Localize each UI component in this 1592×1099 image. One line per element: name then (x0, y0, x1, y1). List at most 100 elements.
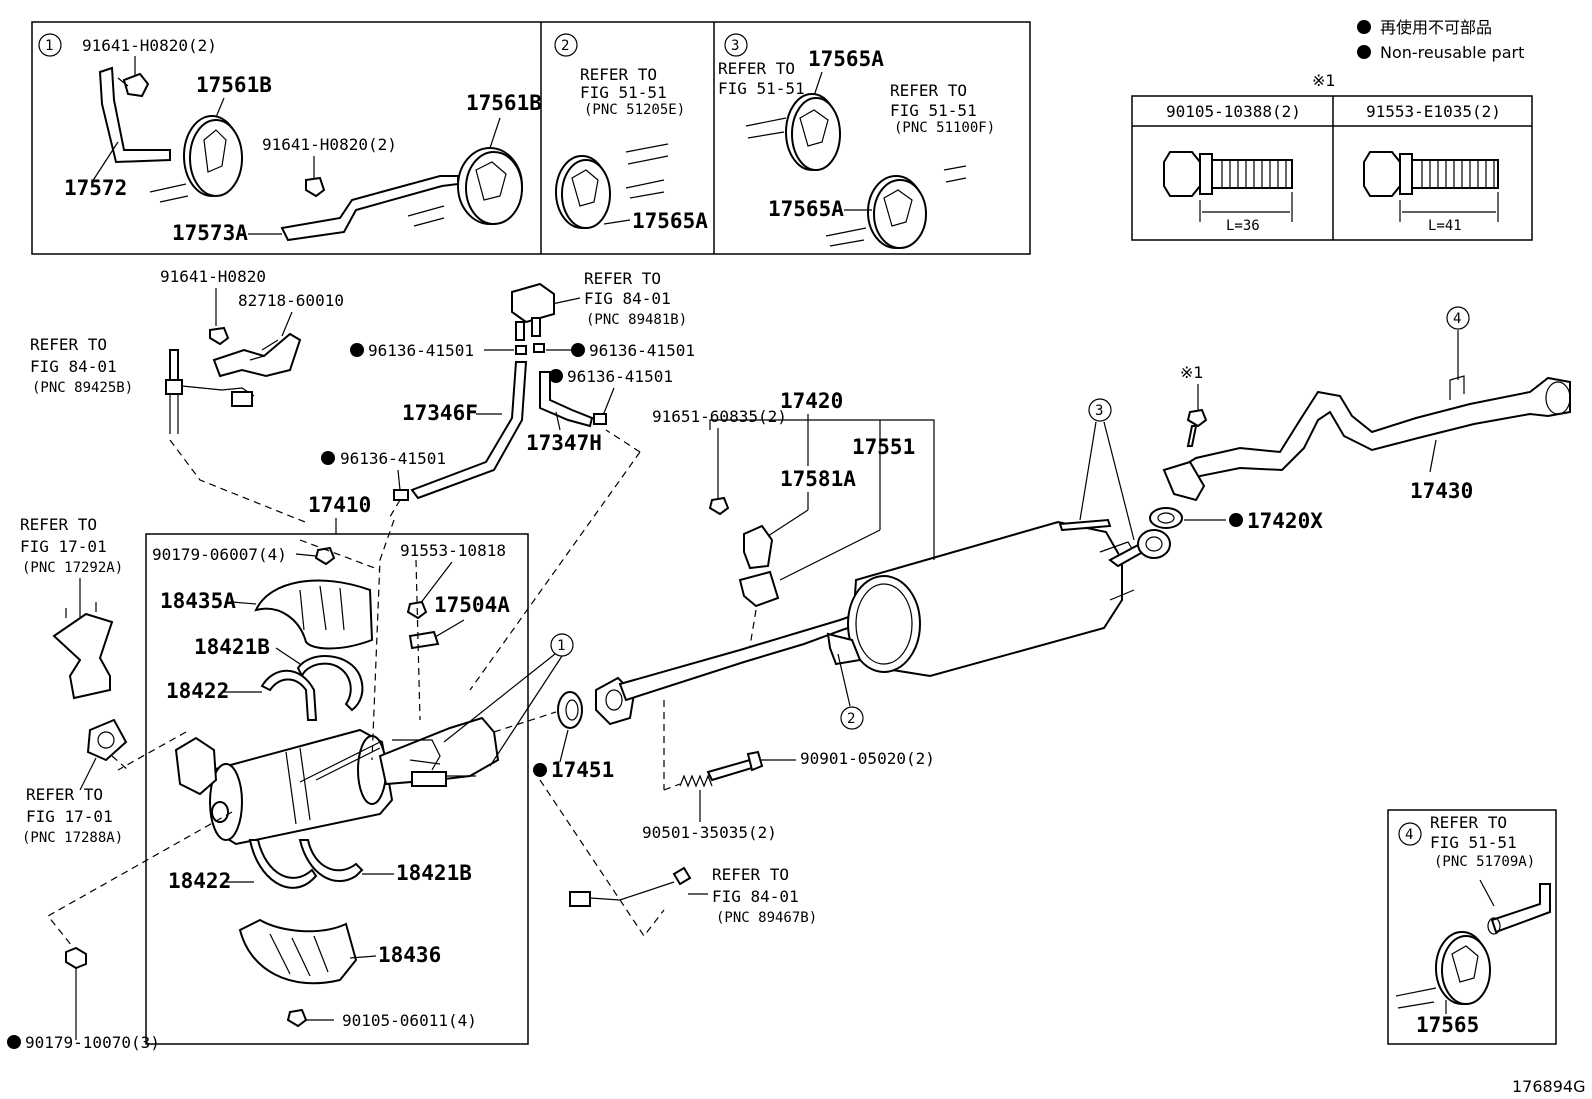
label-nut-90179-10070: 90179-10070(3) (25, 1033, 160, 1052)
catalytic-converter-body (174, 716, 500, 846)
hose-clip-icon (393, 489, 409, 501)
label-insulator-18435a: 18435A (160, 589, 236, 613)
manifold-side: REFER TO FIG 17-01 (PNC 17292A) REFER TO… (7, 515, 160, 1052)
callout-1: 1 (557, 638, 565, 654)
label-hanger-17561b-right: 17561B (466, 91, 542, 115)
non-reusable-dot-icon (533, 763, 547, 777)
inset4-ref-line3: (PNC 51709A) (1434, 854, 1535, 870)
clamp-band-icon (248, 839, 364, 889)
ref-1701-a-line1: REFER TO (20, 515, 97, 534)
gasket-icon (86, 718, 128, 762)
inset2-ref-line3: (PNC 51205E) (584, 102, 685, 118)
table-col2-header: 91553-E1035(2) (1366, 102, 1501, 121)
rubber-hanger-icon (183, 115, 243, 197)
label-hanger-17561b-left: 17561B (196, 73, 272, 97)
label-hose-17347h: 17347H (526, 431, 602, 455)
label-hanger-17565a-inset2: 17565A (632, 209, 708, 233)
wire-harness-bracket (212, 332, 302, 378)
bolts-table: 90105-10388(2) 91553-E1035(2) L=36 L=41 (1131, 95, 1533, 241)
ref-1701-b-line2: FIG 17-01 (26, 807, 113, 826)
rubber-hanger-icon (555, 155, 611, 229)
label-spring-90501-35035: 90501-35035(2) (642, 823, 777, 842)
non-reusable-dot-icon (7, 1035, 21, 1049)
non-reusable-dot-icon (549, 369, 563, 383)
ref-8401-c-line1: REFER TO (712, 865, 789, 884)
label-insulator-18436: 18436 (378, 943, 441, 967)
label-gasket-17451: 17451 (551, 758, 614, 782)
note-mark: ※1 (1312, 71, 1336, 90)
inset3-number: 3 (731, 38, 739, 54)
heat-insulator-lower (238, 918, 358, 985)
figure-id: 176894G (1512, 1077, 1585, 1096)
inset-3: 3 REFER TO FIG 51-51 17565A REFER TO FIG… (718, 33, 995, 249)
rubber-hanger-icon (1435, 931, 1491, 1005)
bolt-icon (305, 176, 326, 198)
inset3-ref-b-line3: (PNC 51100F) (894, 120, 995, 136)
ref-1701-b-line3: (PNC 17288A) (22, 830, 123, 846)
ref-8401-a-line3: (PNC 89425B) (32, 380, 133, 396)
pressure-sensor-area: REFER TO FIG 84-01 (PNC 89481B) 96136-41… (321, 269, 695, 691)
label-rod-17572: 17572 (64, 176, 127, 200)
non-reusable-dot-icon (1357, 20, 1371, 34)
non-reusable-dot-icon (1357, 45, 1371, 59)
label-clip-96136-4: 96136-41501 (340, 449, 446, 468)
inset3-ref-a-line2: FIG 51-51 (718, 79, 805, 98)
table-col1-length: L=36 (1226, 218, 1260, 234)
inset4-ref-line1: REFER TO (1430, 813, 1507, 832)
hose-clip-icon (515, 343, 545, 355)
label-bolt-90179-06007: 90179-06007(4) (152, 545, 287, 564)
flange-bolt-icon (1163, 151, 1293, 197)
temperature-sensor (165, 349, 255, 434)
exhaust-manifold-pipe (52, 602, 114, 700)
inset-box-top (31, 21, 1031, 255)
sensor-area: 91641-H0820 82718-60010 REFER TO FIG 84-… (30, 267, 344, 523)
label-converter-17410: 17410 (308, 493, 371, 517)
ref-8401-a-line1: REFER TO (30, 335, 107, 354)
gasket-17451-icon (557, 691, 583, 729)
label-bolt-90901-05020: 90901-05020(2) (800, 749, 935, 768)
bolt-icon (708, 496, 730, 516)
center-exhaust: 17451 1 91651-60835(2) (443, 389, 1171, 938)
oxygen-sensor-icon (569, 866, 692, 907)
inset2-number: 2 (561, 38, 569, 54)
nut-icon (65, 946, 87, 970)
ref-8401-c-line2: FIG 84-01 (712, 887, 799, 906)
ref-8401-b-line2: FIG 84-01 (584, 289, 671, 308)
label-insulator-17551: 17551 (852, 435, 915, 459)
table-col2-length: L=41 (1428, 218, 1462, 234)
label-bolt-91641-b: 91641-H0820(2) (262, 135, 397, 154)
small-bracket-icon (738, 570, 780, 608)
inset3-ref-b-line1: REFER TO (890, 81, 967, 100)
inset1-number: 1 (45, 38, 53, 54)
muffler-icon (826, 518, 1135, 678)
label-bracket-17573a: 17573A (172, 221, 248, 245)
inset4-ref-line2: FIG 51-51 (1430, 833, 1517, 852)
heat-insulator-upper (254, 579, 374, 650)
ref-8401-b-line1: REFER TO (584, 269, 661, 288)
bolt-icon (117, 72, 150, 98)
inset3-ref-a-line1: REFER TO (718, 59, 795, 78)
label-bolt-91651-60835: 91651-60835(2) (652, 407, 787, 426)
callout-2: 2 (847, 711, 855, 727)
label-hanger-17565a-bottom: 17565A (768, 197, 844, 221)
inset4-number: 4 (1405, 827, 1413, 843)
inset2-ref-line2: FIG 51-51 (580, 83, 667, 102)
flange-bolt-icon (706, 750, 764, 782)
label-bolt-91641-a: 91641-H0820(2) (82, 36, 217, 55)
label-82718-60010: 82718-60010 (238, 291, 344, 310)
flange-bolt-icon (1186, 408, 1208, 447)
bolt-icon (286, 1008, 308, 1028)
label-hanger-17581a: 17581A (780, 467, 856, 491)
inset-1: 1 91641-H0820(2) 17572 17561B 91641-H082… (38, 33, 542, 245)
clamp-band-icon (260, 655, 364, 721)
label-gasket-17420x: 17420X (1247, 509, 1323, 533)
callout-3: 3 (1095, 403, 1103, 419)
tail-pipe-area: ※1 17420X 4 17430 (1149, 306, 1571, 533)
label-band-18422-top: 18422 (166, 679, 229, 703)
label-bracket-17504a: 17504A (434, 593, 510, 617)
tail-pipe-icon (1162, 375, 1571, 502)
label-clip-96136-1: 96136-41501 (368, 341, 474, 360)
gasket-icon (1149, 507, 1183, 529)
rubber-hanger-icon (867, 175, 927, 249)
